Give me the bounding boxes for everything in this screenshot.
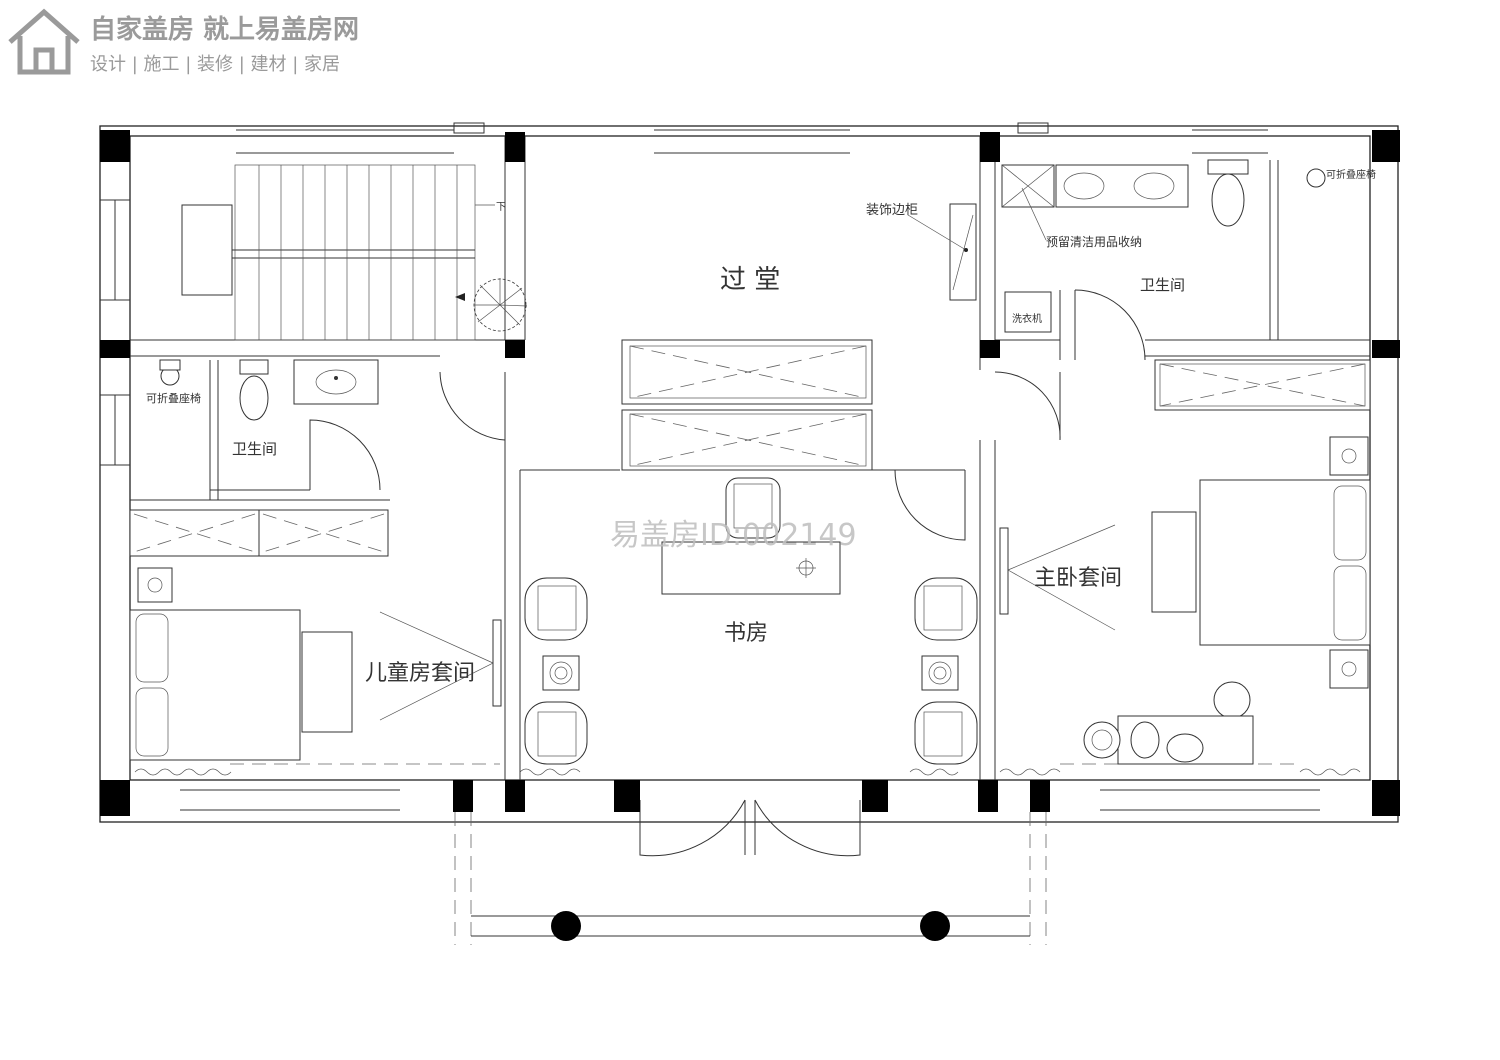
folding-seat-label-right: 可折叠座椅 xyxy=(1326,168,1376,181)
stair-arrow-icon xyxy=(455,293,465,301)
brand-subtitle: 设计 | 施工 | 装修 | 建材 | 家居 xyxy=(90,54,340,75)
room-label-bath-left: 卫生间 xyxy=(232,440,277,458)
room-label-master-suite: 主卧套间 xyxy=(1034,566,1122,591)
kids-wardrobe xyxy=(129,509,389,557)
brand-logo: 自家盖房 就上易盖房网 设计 | 施工 | 装修 | 建材 | 家居 xyxy=(8,8,359,75)
left-bathroom: 可折叠座椅 卫生间 xyxy=(146,359,379,458)
study-chairs-right xyxy=(914,577,978,765)
study-chairs-left xyxy=(524,577,588,765)
stair-treads xyxy=(258,165,458,340)
master-wardrobe xyxy=(1154,359,1371,411)
room-label-kids-suite: 儿童房套间 xyxy=(365,661,475,686)
washer-label: 洗衣机 xyxy=(1012,312,1042,325)
kids-bed xyxy=(129,567,353,761)
room-label-study: 书房 xyxy=(724,621,768,646)
stair-down-label: 下 xyxy=(496,202,506,213)
brand-title: 自家盖房 就上易盖房网 xyxy=(90,14,359,45)
porch xyxy=(454,812,1047,945)
room-label-bath-right: 卫生间 xyxy=(1140,276,1185,294)
house-logo-icon xyxy=(8,8,80,75)
staircase: 下 xyxy=(181,164,528,341)
doors xyxy=(309,289,1146,857)
master-lounge xyxy=(1083,681,1254,765)
decor-cabinet-label: 装饰边柜 xyxy=(866,203,918,218)
room-label-hall: 过 堂 xyxy=(720,265,780,295)
porch-column-left xyxy=(551,911,581,941)
decor-cabinet: 装饰边柜 xyxy=(866,203,977,301)
porch-column-right xyxy=(920,911,950,941)
study-cabinets xyxy=(621,339,873,471)
kids-tv-unit xyxy=(379,611,502,721)
structural-columns xyxy=(100,130,1400,816)
master-tv-unit xyxy=(999,524,1116,631)
right-bathroom: 可折叠座椅 预留清洁用品收纳 洗衣机 卫生间 xyxy=(1001,159,1376,333)
master-bed xyxy=(1151,436,1371,689)
folding-seat-label-left: 可折叠座椅 xyxy=(146,391,201,405)
plant-icon xyxy=(473,278,528,332)
study-desk xyxy=(661,477,841,595)
cleaning-storage-label: 预留清洁用品收纳 xyxy=(1046,235,1142,249)
watermark: 易盖房ID:002149 xyxy=(610,518,857,553)
